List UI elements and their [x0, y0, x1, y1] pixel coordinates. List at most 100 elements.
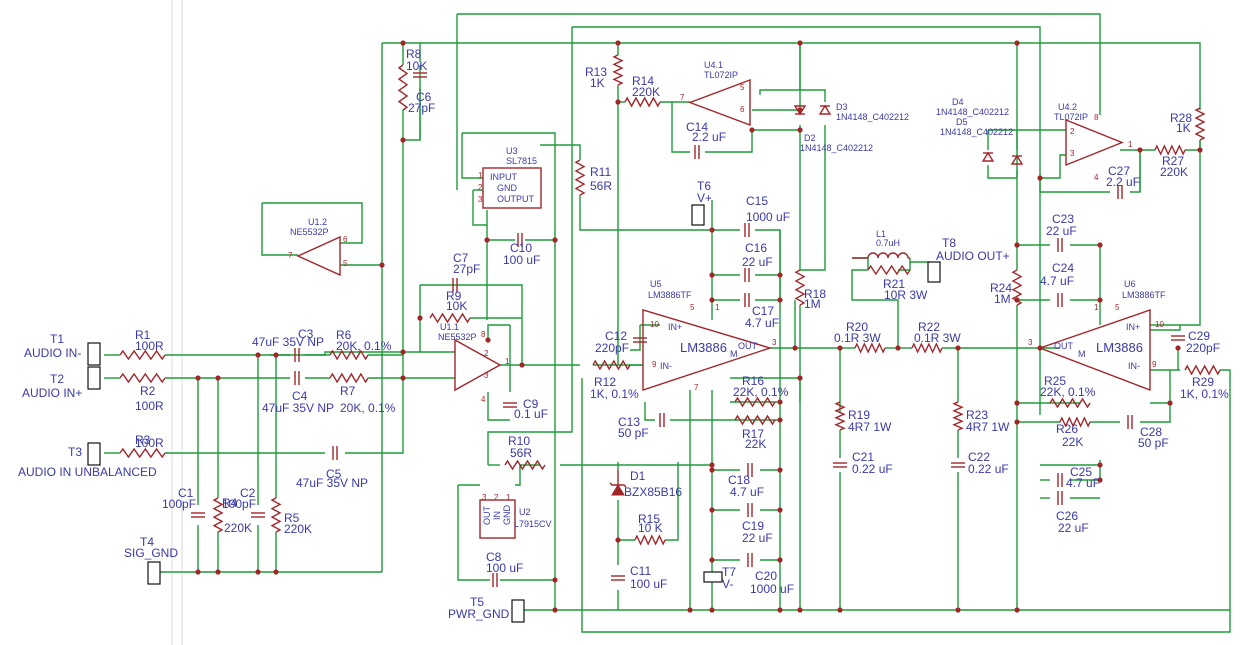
- c2-capacitor: [251, 512, 265, 518]
- wire: [515, 464, 540, 486]
- pin-number: 1: [715, 303, 720, 312]
- c20-ref-label: C20: [755, 569, 777, 583]
- wire: [987, 165, 1017, 179]
- c10-value-label: 100 uF: [503, 253, 540, 267]
- t2-value-label: AUDIO IN+: [22, 386, 82, 400]
- d3-diode: [818, 104, 832, 115]
- u5-ref-label: U5: [650, 279, 662, 289]
- junction-dot: [1014, 419, 1020, 425]
- d5-value-label: 1N4148_C402212: [940, 127, 1013, 137]
- junction-dot: [837, 607, 843, 613]
- l1-ref-label: L1: [876, 229, 886, 239]
- c26-ref-label: C26: [1056, 509, 1078, 523]
- r10-value-label: 56R: [510, 446, 532, 460]
- r13-ref-label: R13: [585, 65, 607, 79]
- c24-value-label: 4.7 uF: [1040, 274, 1074, 288]
- junction-dot: [749, 127, 755, 133]
- c18-ref-label: C18: [728, 473, 750, 487]
- r14-resistor: [624, 96, 661, 108]
- junction-dot: [615, 537, 621, 543]
- r23-ref-label: R23: [966, 408, 988, 422]
- wire: [457, 13, 1101, 115]
- r4-value-label: 220K: [224, 521, 252, 535]
- wire: [581, 369, 1231, 633]
- c2-value-label: 100pF: [222, 497, 256, 511]
- junction-dot: [709, 227, 715, 233]
- junction-dot: [552, 237, 558, 243]
- wire: [752, 43, 801, 111]
- wire: [462, 132, 556, 610]
- c11-capacitor: [611, 575, 625, 581]
- c10-capacitor: [517, 233, 523, 247]
- r19-value-label: 4R7 1W: [848, 420, 892, 434]
- u2-pin-out: OUT: [482, 506, 492, 526]
- c27-ref-label: C27: [1108, 164, 1130, 178]
- d4-diode: [981, 151, 995, 162]
- wire: [851, 269, 899, 348]
- r12-ref-label: R12: [594, 375, 616, 389]
- r11-value-label: 56R: [590, 179, 612, 193]
- c19-capacitor: [747, 503, 753, 517]
- c22-value-label: 0.22 uF: [968, 462, 1009, 476]
- junction-dot: [1014, 607, 1020, 613]
- r24-resistor: [1011, 269, 1023, 306]
- u3-ref-label: U3: [506, 146, 518, 156]
- r15-ref-label: R15: [638, 512, 660, 526]
- r10-ref-label: R10: [508, 434, 530, 448]
- c20-capacitor: [747, 553, 753, 567]
- c22-capacitor: [951, 462, 965, 468]
- r4-ref-label: R4: [222, 496, 238, 510]
- c9-ref-label: C9: [523, 397, 539, 411]
- c8-capacitor: [492, 573, 498, 587]
- c3-value-label: 47uF 35V NP: [252, 335, 324, 349]
- junction-dot: [777, 467, 783, 473]
- c21-value-label: 0.22 uF: [852, 462, 893, 476]
- wire: [1040, 154, 1066, 179]
- c10-ref-label: C10: [510, 241, 532, 255]
- d4-ref-label: D4: [952, 97, 964, 107]
- t5-terminal: [511, 599, 525, 623]
- t6-value-label: V+: [697, 191, 712, 205]
- u6-pin-out: OUT: [1054, 341, 1074, 351]
- junction-dot: [797, 40, 803, 46]
- r24-value-label: 1M: [994, 292, 1011, 306]
- r22-value-label: 0.1R 3W: [914, 331, 961, 345]
- c11-value-label: 100 uF: [630, 577, 667, 591]
- junction-dot: [709, 462, 715, 468]
- c21-ref-label: C21: [852, 450, 874, 464]
- t4-terminal: [147, 561, 161, 585]
- u5-value-label: LM3886TF: [648, 290, 692, 300]
- pin-number: 2: [478, 183, 483, 192]
- u6-name-label: LM3886: [1096, 340, 1143, 355]
- c11-ref-label: C11: [630, 564, 651, 578]
- r6-ref-label: R6: [336, 328, 352, 342]
- pin-number: 2: [1070, 127, 1075, 136]
- pin-number: 1: [478, 171, 483, 180]
- r17-value-label: 22K: [745, 437, 766, 451]
- wire: [665, 462, 679, 541]
- r18-ref-label: R18: [804, 287, 826, 301]
- r26-resistor: [1059, 416, 1091, 428]
- c7-ref-label: C7: [453, 251, 469, 265]
- c5-capacitor: [332, 446, 338, 460]
- junction-dot: [273, 352, 279, 358]
- c13-capacitor: [659, 413, 665, 427]
- junction-dot: [485, 337, 491, 343]
- r22-ref-label: R22: [918, 320, 940, 334]
- junction-dot: [615, 40, 621, 46]
- wire: [852, 257, 869, 270]
- t1-ref-label: T1: [50, 332, 64, 346]
- c8-ref-label: C8: [486, 550, 502, 564]
- r28-ref-label: R28: [1170, 111, 1192, 125]
- c12-capacitor: [633, 337, 647, 343]
- u2-regulator: [479, 499, 516, 539]
- c6-ref-label: C6: [416, 90, 432, 104]
- r2-resistor: [119, 372, 166, 384]
- wire: [487, 324, 510, 340]
- pin-number: 3: [482, 493, 487, 502]
- r7-value-label: 20K, 0.1%: [340, 401, 396, 415]
- r17-ref-label: R17: [742, 427, 764, 441]
- wire: [420, 284, 523, 365]
